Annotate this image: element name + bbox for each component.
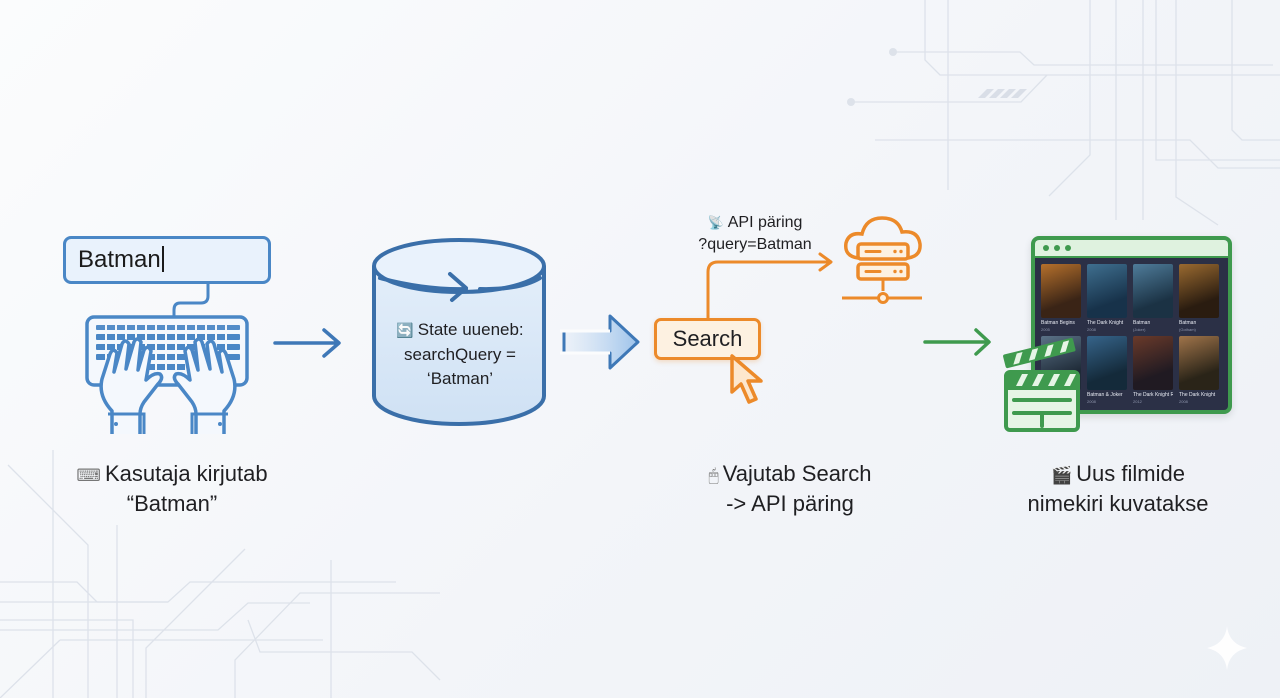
movie-poster: [1087, 264, 1127, 318]
api-request-arrow-icon: [706, 252, 833, 320]
caption-search-line2: -> API päring: [726, 491, 854, 516]
refresh-icon: 🔄: [396, 323, 414, 339]
cloud-server-icon: [842, 216, 922, 304]
satellite-antenna-icon: 📡: [707, 216, 724, 231]
state-line1: State uueneb:: [417, 320, 524, 339]
api-line1: API päring: [727, 214, 803, 231]
movie-poster: [1179, 264, 1219, 318]
api-line2: ?query=Batman: [698, 236, 812, 253]
movie-year: (Joker): [1133, 327, 1146, 332]
window-dot-icon: [1065, 245, 1071, 251]
arrow-right-icon: [923, 328, 991, 356]
movie-year: 2012: [1133, 399, 1142, 404]
movie-title: Batman Begins: [1041, 320, 1075, 326]
caption-search-line1: Vajutab Search: [722, 461, 872, 486]
api-request-label: 📡API päring ?query=Batman: [675, 212, 835, 255]
movie-poster: [1041, 264, 1081, 318]
mouse-pointer-cursor-icon: [730, 354, 763, 404]
movie-poster: [1179, 336, 1219, 390]
window-dot-icon: [1054, 245, 1060, 251]
state-update-text: 🔄State uueneb: searchQuery = ‘Batman’: [378, 318, 542, 391]
sparkle-watermark-icon: [1207, 626, 1247, 670]
search-button[interactable]: Search: [654, 318, 761, 360]
input-value: Batman: [78, 246, 161, 273]
movie-poster: [1087, 336, 1127, 390]
movie-year: 2008: [1087, 399, 1096, 404]
movie-title: The Dark Knight: [1179, 392, 1216, 398]
caption-results: 🎬Uus filmide nimekiri kuvatakse: [1005, 460, 1231, 518]
computer-mouse-icon: 🖱: [708, 466, 719, 486]
movie-card[interactable]: Batman(Gotham): [1179, 264, 1219, 332]
state-database-cylinder-icon: [372, 238, 546, 426]
caption-typing-line1: Kasutaja kirjutab: [104, 461, 268, 486]
movie-title: The Dark Knight: [1087, 320, 1124, 326]
caption-typing: ⌨Kasutaja kirjutab “Batman”: [60, 460, 284, 518]
thick-arrow-right-icon: [560, 314, 640, 370]
movie-title: The Dark Knight Rises: [1133, 392, 1173, 398]
movie-year: 2008: [1179, 399, 1188, 404]
movie-card[interactable]: Batman(Joker): [1133, 264, 1173, 332]
clapperboard-icon: [1003, 337, 1080, 432]
state-line3: ‘Batman’: [426, 369, 494, 388]
movie-title: Batman: [1133, 320, 1151, 326]
state-line2: searchQuery =: [404, 345, 516, 364]
movie-year: 2005: [1041, 327, 1050, 332]
search-text-input[interactable]: Batman: [63, 236, 271, 284]
keyboard-icon: ⌨: [76, 466, 101, 486]
movie-card[interactable]: The Dark Knight Rises2012: [1133, 336, 1173, 404]
movie-poster: [1133, 336, 1173, 390]
keyboard-with-hands-icon: [85, 284, 249, 434]
movie-year: 2008: [1087, 327, 1096, 332]
movie-title: Batman: [1179, 320, 1197, 326]
text-cursor: [161, 246, 164, 272]
movie-title: Batman & Joker: [1087, 392, 1123, 398]
caption-results-line2: nimekiri kuvatakse: [1027, 491, 1209, 516]
caption-search: 🖱Vajutab Search -> API päring: [680, 460, 900, 518]
caption-typing-line2: “Batman”: [126, 491, 218, 516]
caption-results-line1: Uus filmide: [1076, 461, 1185, 486]
window-dot-icon: [1043, 245, 1049, 251]
window-title-bar: [1035, 240, 1228, 258]
movie-poster: [1133, 264, 1173, 318]
arrow-right-icon: [273, 328, 341, 358]
movie-year: (Gotham): [1179, 327, 1196, 332]
clapperboard-emoji-icon: 🎬: [1051, 466, 1073, 486]
